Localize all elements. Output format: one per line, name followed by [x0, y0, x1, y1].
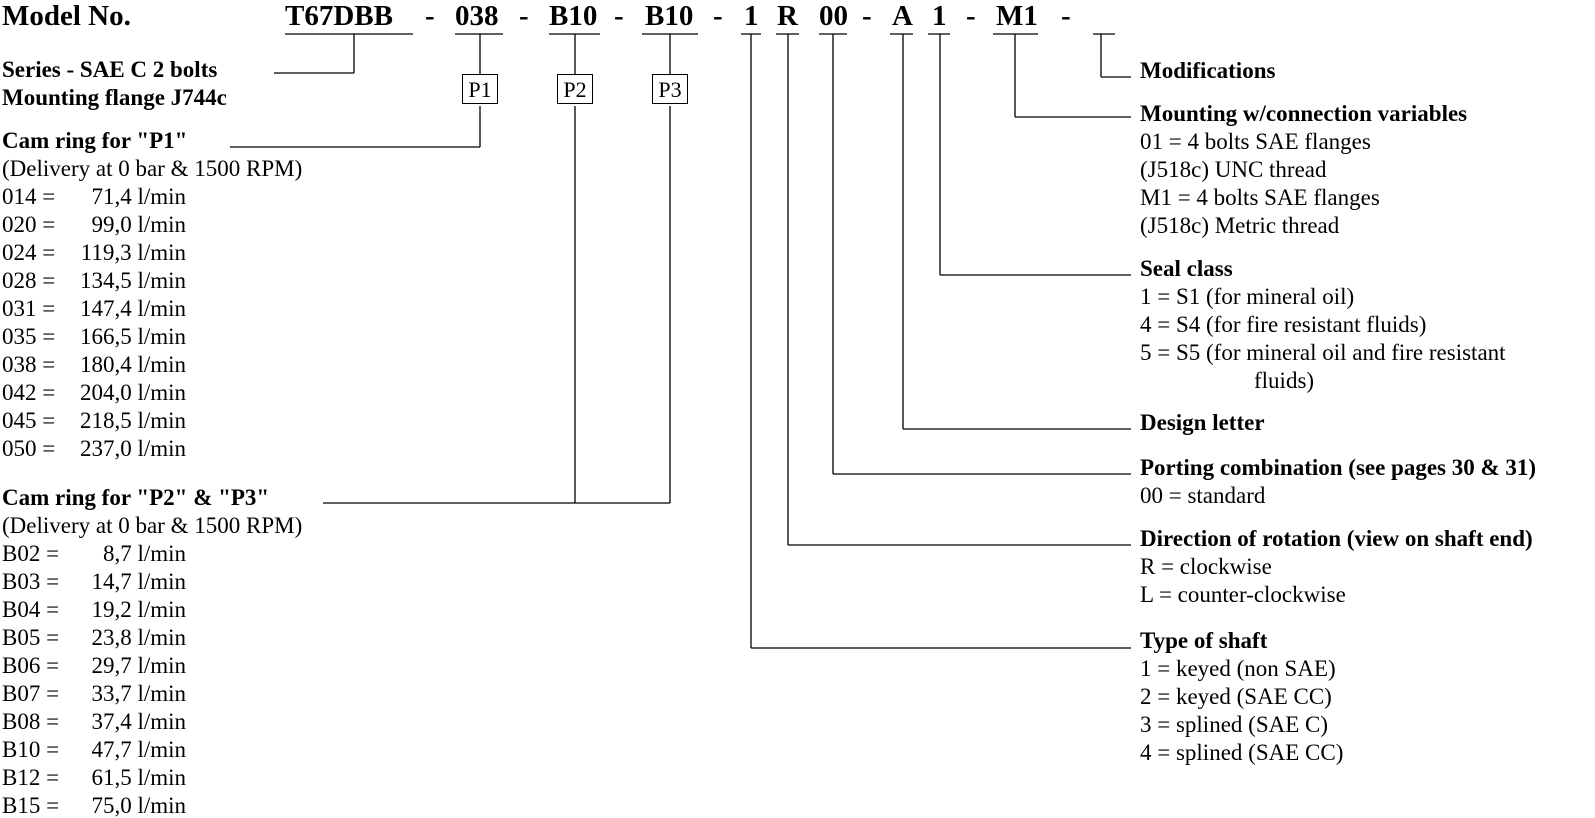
mounting-line: M1 = 4 bolts SAE flanges [1140, 185, 1380, 210]
delivery-code: B06 = [2, 653, 60, 678]
delivery-code: 028 = [2, 268, 56, 293]
delivery-value: 37,4 l/min [91, 709, 186, 734]
delivery-value: 134,5 l/min [79, 268, 186, 293]
code-mounting: M1 [996, 0, 1038, 32]
mounting-line: (J518c) Metric thread [1140, 213, 1340, 238]
seal-line: 1 = S1 (for mineral oil) [1140, 284, 1355, 309]
code-dash: - [966, 0, 976, 32]
seal-line: fluids) [1254, 368, 1315, 393]
code-dash: - [614, 0, 624, 32]
delivery-value: 204,0 l/min [79, 380, 186, 405]
delivery-code: B15 = [2, 793, 60, 818]
model-label: Model No. [2, 0, 131, 32]
code-dash: - [862, 0, 872, 32]
shaft-line: 2 = keyed (SAE CC) [1140, 684, 1332, 709]
delivery-code: 020 = [2, 212, 56, 237]
code-seal: 1 [932, 0, 947, 32]
delivery-value: 237,0 l/min [79, 436, 186, 461]
box-p2: P2 [557, 74, 593, 104]
delivery-code: 031 = [2, 296, 56, 321]
mounting-line: (J518c) UNC thread [1140, 157, 1327, 182]
mounting-line: 01 = 4 bolts SAE flanges [1140, 129, 1371, 154]
box-p3: P3 [652, 74, 688, 104]
delivery-value: 29,7 l/min [91, 653, 186, 678]
delivery-value: 61,5 l/min [91, 765, 186, 790]
delivery-value: 47,7 l/min [91, 737, 186, 762]
seal-line: 5 = S5 (for mineral oil and fire resista… [1140, 340, 1506, 365]
code-series: T67DBB [285, 0, 393, 32]
seal-title: Seal class [1140, 256, 1233, 281]
delivery-value: 23,8 l/min [91, 625, 186, 650]
code-rotation: R [777, 0, 798, 32]
shaft-line: 3 = splined (SAE C) [1140, 712, 1329, 737]
delivery-value: 14,7 l/min [91, 569, 186, 594]
delivery-code: 045 = [2, 408, 56, 433]
shaft-line: 1 = keyed (non SAE) [1140, 656, 1336, 681]
code-porting: 00 [819, 0, 848, 32]
delivery-code: B05 = [2, 625, 60, 650]
code-cam-p3: B10 [645, 0, 694, 32]
delivery-code: 024 = [2, 240, 56, 265]
rotation-line: L = counter-clockwise [1140, 582, 1346, 607]
rotation-title: Direction of rotation (view on shaft end… [1140, 526, 1533, 551]
delivery-code: 035 = [2, 324, 56, 349]
code-dash: - [713, 0, 723, 32]
modifications-title: Modifications [1140, 58, 1276, 83]
delivery-code: 014 = [2, 184, 56, 209]
delivery-value: 71,4 l/min [91, 184, 186, 209]
series-line1: Series - SAE C 2 bolts [2, 57, 218, 82]
code-dash: - [425, 0, 435, 32]
code-shaft: 1 [744, 0, 759, 32]
delivery-value: 75,0 l/min [91, 793, 186, 818]
design-title: Design letter [1140, 410, 1265, 435]
shaft-line: 4 = splined (SAE CC) [1140, 740, 1344, 765]
delivery-code: B08 = [2, 709, 60, 734]
series-line2: Mounting flange J744c [2, 85, 227, 110]
shaft-title: Type of shaft [1140, 628, 1268, 653]
code-cam-p2: B10 [549, 0, 598, 32]
delivery-code: B04 = [2, 597, 60, 622]
delivery-value: 218,5 l/min [79, 408, 186, 433]
cam-p1-subtitle: (Delivery at 0 bar & 1500 RPM) [2, 156, 303, 181]
porting-title: Porting combination (see pages 30 & 31) [1140, 455, 1537, 480]
code-cam-p1: 038 [455, 0, 499, 32]
mounting-title: Mounting w/connection variables [1140, 101, 1468, 126]
delivery-code: B03 = [2, 569, 60, 594]
code-dash: - [1061, 0, 1071, 32]
seal-line: 4 = S4 (for fire resistant fluids) [1140, 312, 1427, 337]
delivery-value: 166,5 l/min [79, 324, 186, 349]
delivery-code: B12 = [2, 765, 60, 790]
code-dash: - [519, 0, 529, 32]
porting-line: 00 = standard [1140, 483, 1266, 508]
delivery-value: 119,3 l/min [80, 240, 186, 265]
delivery-value: 147,4 l/min [79, 296, 186, 321]
delivery-code: B07 = [2, 681, 60, 706]
delivery-code: 038 = [2, 352, 56, 377]
delivery-value: 33,7 l/min [91, 681, 186, 706]
box-p1: P1 [462, 74, 498, 104]
delivery-value: 8,7 l/min [102, 541, 186, 566]
delivery-code: 042 = [2, 380, 56, 405]
cam-p23-subtitle: (Delivery at 0 bar & 1500 RPM) [2, 513, 303, 538]
delivery-value: 180,4 l/min [79, 352, 186, 377]
delivery-value: 19,2 l/min [91, 597, 186, 622]
cam-p1-title: Cam ring for "P1" [2, 128, 188, 153]
rotation-line: R = clockwise [1140, 554, 1272, 579]
delivery-code: B02 = [2, 541, 60, 566]
cam-p23-title: Cam ring for "P2" & "P3" [2, 485, 270, 510]
delivery-code: B10 = [2, 737, 60, 762]
delivery-value: 99,0 l/min [91, 212, 186, 237]
delivery-code: 050 = [2, 436, 56, 461]
code-design: A [892, 0, 913, 32]
